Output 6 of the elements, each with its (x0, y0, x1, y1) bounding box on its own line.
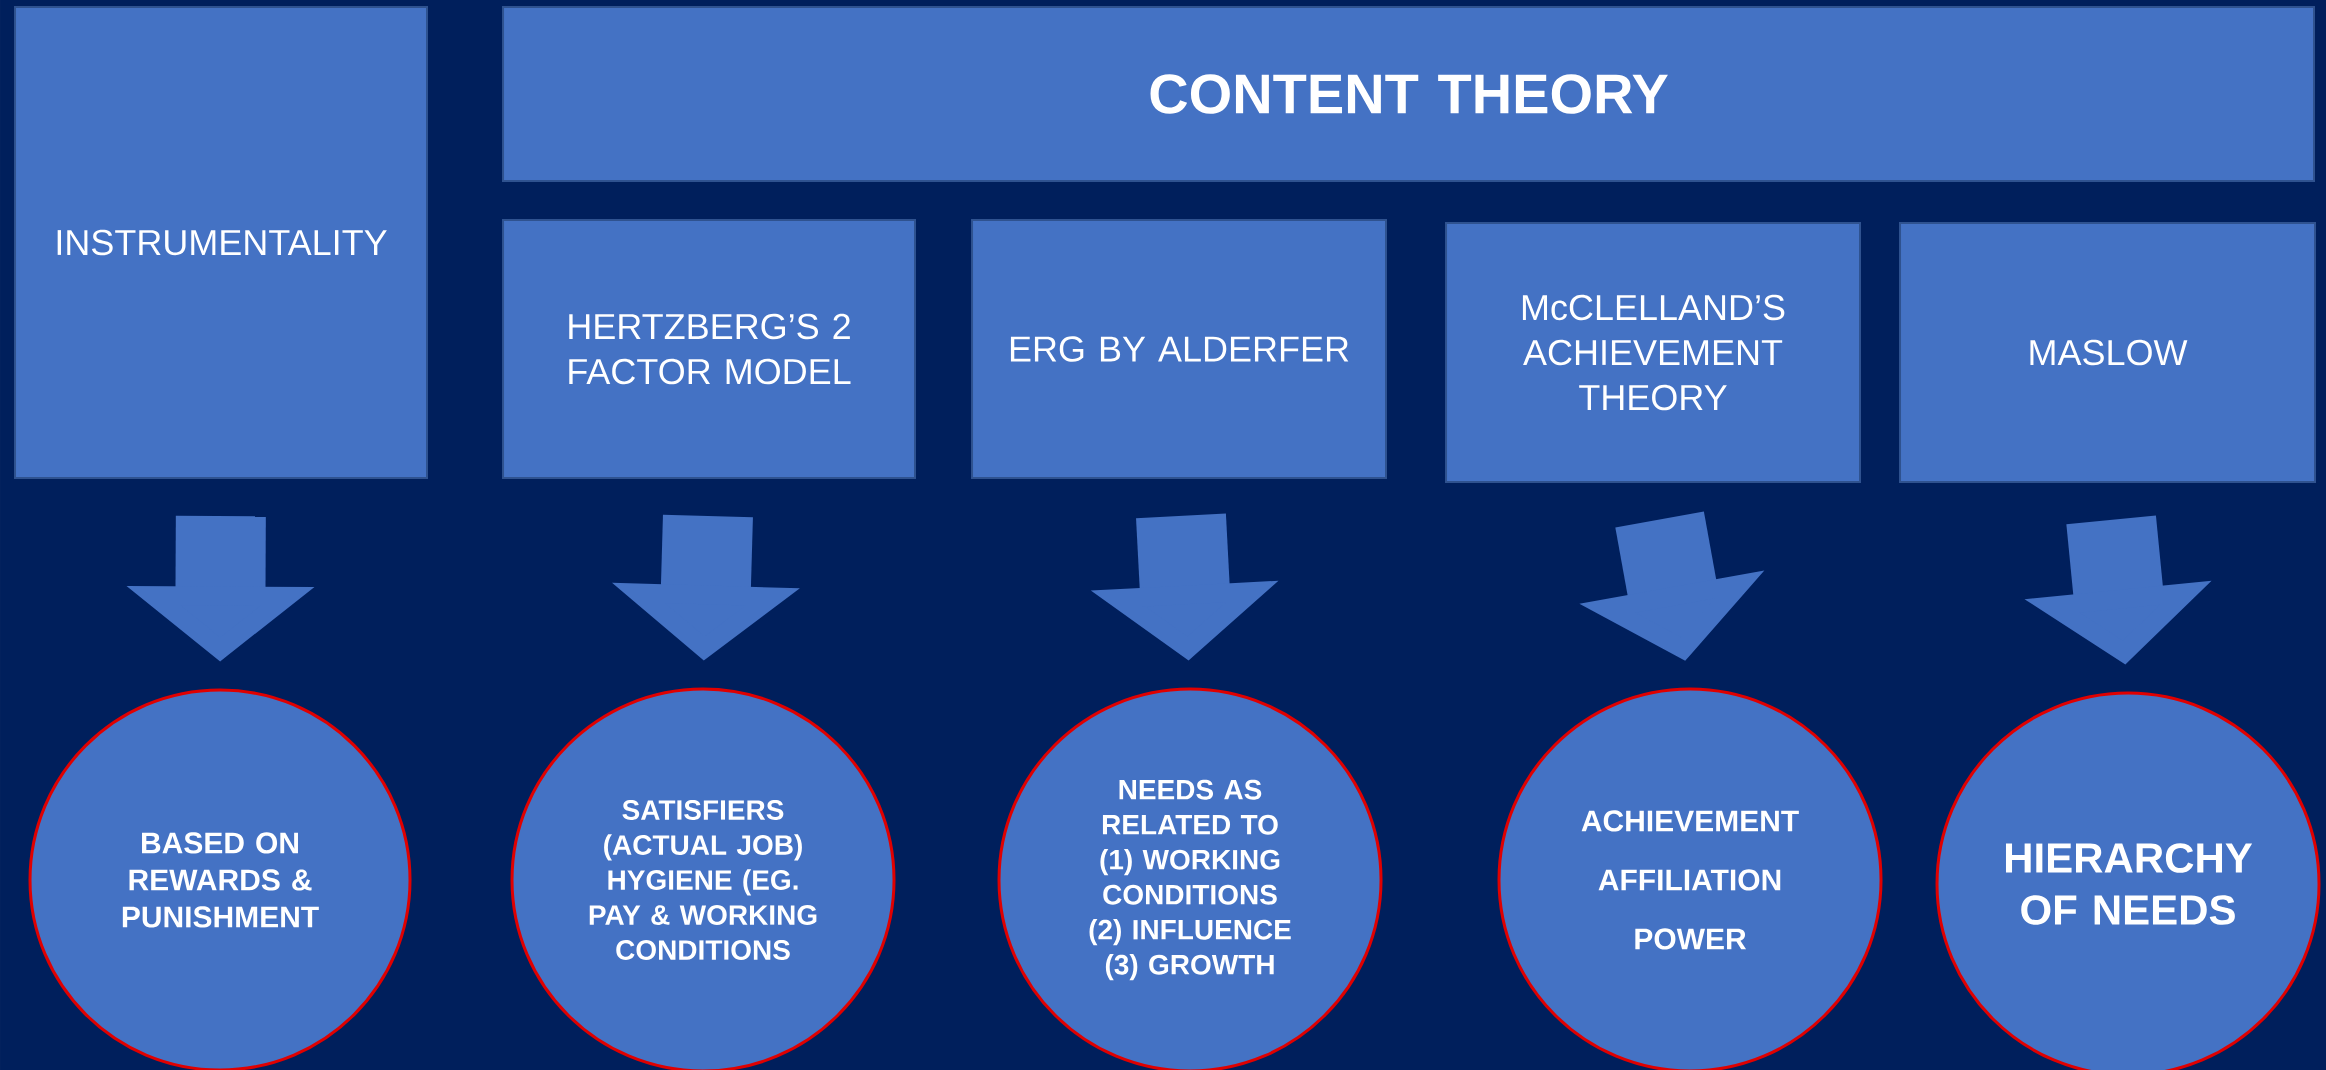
title-box: ERG BY ALDERFER (971, 219, 1387, 479)
title-box: HERTZBERG’S 2 FACTOR MODEL (502, 219, 916, 479)
title-box: MASLOW (1899, 222, 2316, 483)
title-box: McCLELLAND’S ACHIEVEMENT THEORY (1445, 222, 1861, 483)
title-box: INSTRUMENTALITY (14, 6, 428, 479)
header-box: CONTENT THEORY (502, 6, 2315, 182)
